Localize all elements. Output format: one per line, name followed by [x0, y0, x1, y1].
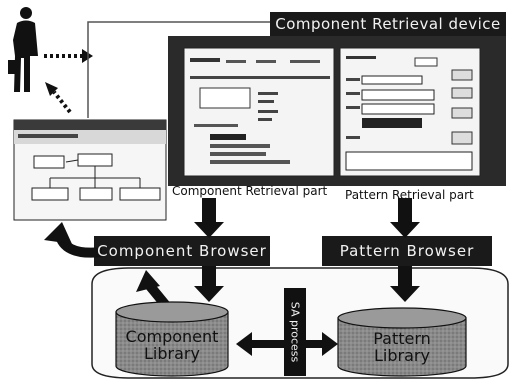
library-link-left-arrowhead — [236, 332, 252, 356]
component-library-line-2: Library — [144, 344, 200, 363]
pattern-library-cylinder — [337, 307, 467, 377]
pattern-browser-to-library-arrowhead — [390, 286, 420, 302]
pattern-library-line-2: Library — [374, 346, 430, 365]
device-frame-line — [87, 21, 270, 118]
component-browser-bar — [94, 236, 270, 266]
pattern-browser-bar — [322, 236, 492, 266]
component-part-arrowhead — [194, 222, 224, 238]
pattern-library-label: Pattern Library — [338, 330, 466, 364]
pattern-browser-to-library-arrow-shaft — [398, 266, 412, 288]
device-label: Component Retrieval device — [275, 15, 501, 33]
browser-to-library-arrowhead — [194, 286, 224, 302]
sa-process-label: SA process — [288, 301, 302, 363]
pattern-part-arrow-shaft — [398, 198, 412, 224]
library-link-right-arrowhead — [322, 332, 338, 356]
sa-process-bar — [284, 288, 306, 376]
pattern-retrieval-part-label: Pattern Retrieval part — [345, 188, 474, 202]
pattern-library-line-1: Pattern — [373, 329, 431, 348]
component-retrieval-window — [183, 47, 335, 177]
component-retrieval-part-label: Component Retrieval part — [172, 184, 328, 198]
component-library-label: Component Library — [116, 328, 228, 362]
component-library-line-1: Component — [125, 327, 219, 346]
browser-to-user-arrow — [52, 90, 72, 114]
user-icon — [8, 7, 38, 92]
curved-return-arrowhead — [44, 222, 72, 244]
browser-to-library-arrow-shaft — [202, 266, 216, 288]
component-browser-window — [13, 119, 167, 221]
pattern-part-arrowhead — [390, 222, 420, 238]
library-to-browser-arrowhead — [136, 270, 160, 292]
component-browser-label: Component Browser — [97, 242, 267, 260]
component-library-cylinder — [115, 301, 229, 377]
browser-to-user-arrowhead — [45, 82, 58, 96]
device-label-bar — [270, 12, 506, 36]
component-part-arrow-shaft — [202, 198, 216, 224]
pattern-browser-label: Pattern Browser — [339, 242, 475, 260]
pattern-retrieval-window — [339, 47, 481, 177]
